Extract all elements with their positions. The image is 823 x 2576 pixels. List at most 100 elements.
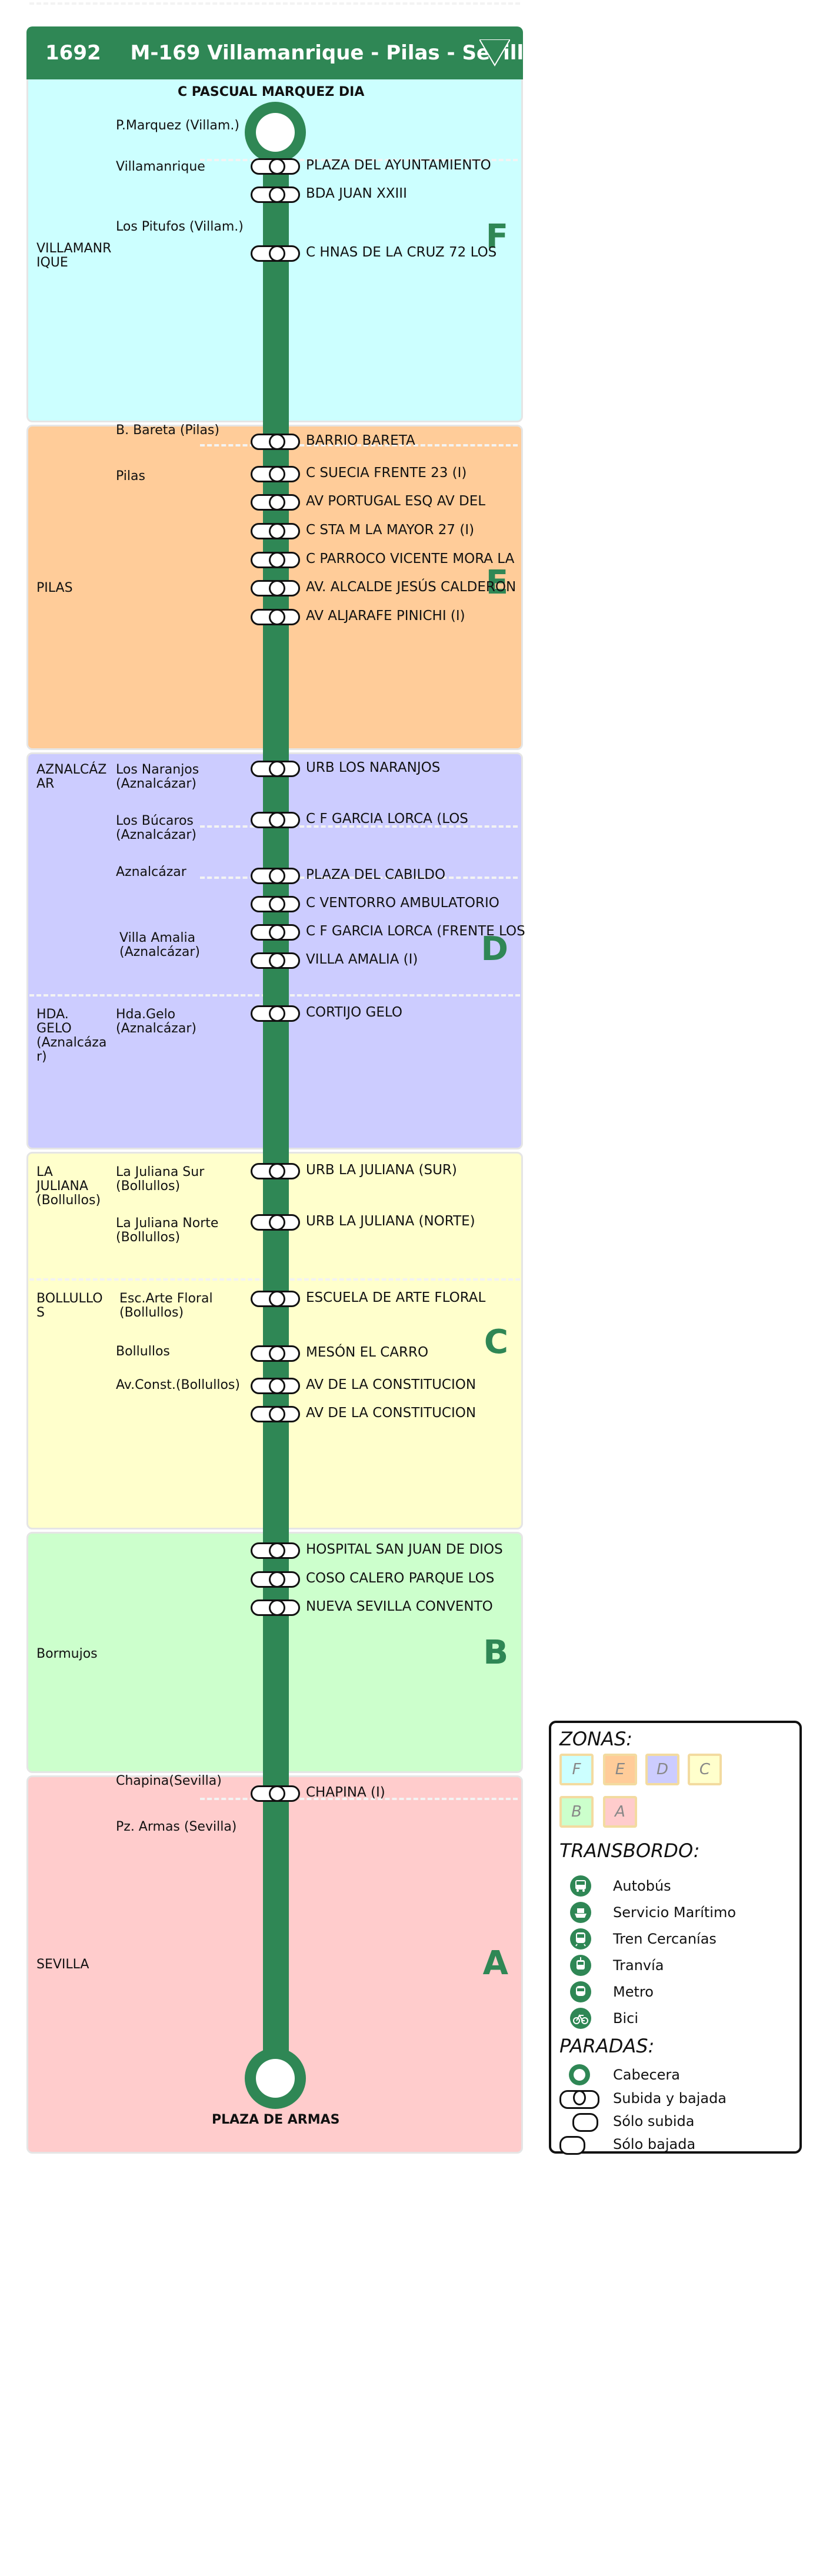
municipality-label: Bormujos bbox=[36, 1647, 98, 1661]
board-alight-stop-icon bbox=[251, 466, 300, 482]
board-alight-stop-icon bbox=[251, 952, 300, 969]
municipality-label: LA JULIANA (Bollullos) bbox=[36, 1165, 101, 1208]
bus-icon bbox=[570, 1875, 591, 1897]
legend-transfer-label: Bici bbox=[613, 2010, 638, 2027]
board-alight-stop-icon bbox=[251, 1378, 300, 1394]
stop-name[interactable]: URB LA JULIANA (NORTE) bbox=[306, 1214, 475, 1229]
stop-name[interactable]: C HNAS DE LA CRUZ 72 LOS bbox=[306, 245, 497, 260]
place-label: La Juliana Norte (Bollullos) bbox=[116, 1216, 219, 1245]
board-alight-stop-icon bbox=[251, 186, 300, 203]
legend-stop-label: Subida y bajada bbox=[613, 2090, 727, 2107]
stop-name[interactable]: BARRIO BARETA bbox=[306, 433, 415, 448]
board-alight-stop-icon bbox=[251, 1599, 300, 1616]
legend-transfer-label: Metro bbox=[613, 1984, 654, 2000]
municipality-label: BOLLULLO S bbox=[36, 1291, 103, 1320]
zone-letter: A bbox=[482, 1944, 508, 1982]
legend-panel: ZONAS: F E D C B A TRANSBORDO: Autobús S… bbox=[549, 1721, 802, 2155]
destination-label: PLAZA DE ARMAS bbox=[212, 2112, 340, 2127]
stop-name[interactable]: NUEVA SEVILLA CONVENTO bbox=[306, 1599, 493, 1614]
place-label: Aznalcázar bbox=[116, 865, 186, 879]
legend-zone-swatch: E bbox=[603, 1754, 637, 1785]
board-alight-stop-icon bbox=[251, 1571, 300, 1588]
place-label: Av.Const.(Bollullos) bbox=[116, 1378, 240, 1392]
municipality-label: VILLAMANR IQUE bbox=[36, 241, 112, 270]
place-label: Villamanrique bbox=[116, 159, 205, 174]
legend-stop-label: Sólo subida bbox=[613, 2113, 695, 2130]
place-label: Chapina(Sevilla) bbox=[116, 1774, 222, 1788]
stop-name[interactable]: VILLA AMALIA (I) bbox=[306, 952, 418, 967]
legend-zone-swatch: A bbox=[603, 1796, 637, 1828]
board-alight-stop-icon bbox=[251, 761, 300, 777]
stop-name[interactable]: AV DE LA CONSTITUCION bbox=[306, 1377, 477, 1392]
stop-name[interactable]: AV ALJARAFE PINICHI (I) bbox=[306, 608, 465, 624]
board-alight-stop-icon bbox=[251, 1214, 300, 1231]
stop-name[interactable]: BDA JUAN XXIII bbox=[306, 186, 407, 201]
municipality-label: AZNALCÁZ AR bbox=[36, 762, 107, 791]
stop-name[interactable]: ESCUELA DE ARTE FLORAL bbox=[306, 1290, 486, 1305]
stop-name[interactable]: C STA M LA MAYOR 27 (I) bbox=[306, 522, 475, 538]
stop-name[interactable]: PLAZA DEL AYUNTAMIENTO bbox=[306, 158, 491, 173]
metro-icon bbox=[570, 1981, 591, 2002]
stop-name[interactable]: CHAPINA (I) bbox=[306, 1785, 385, 1800]
stop-name[interactable]: C PARROCO VICENTE MORA LA bbox=[306, 551, 515, 566]
board-alight-stop-icon bbox=[251, 1406, 300, 1422]
place-divider bbox=[200, 877, 518, 879]
board-alight-stop-icon bbox=[251, 609, 300, 625]
stop-name[interactable]: CORTIJO GELO bbox=[306, 1005, 402, 1020]
board-alight-stop-icon bbox=[251, 552, 300, 568]
place-divider bbox=[200, 1798, 518, 1800]
legend-transfer-label: Autobús bbox=[613, 1878, 671, 1894]
stop-name[interactable]: C F GARCIA LORCA (LOS bbox=[306, 811, 468, 827]
stop-name[interactable]: URB LOS NARANJOS bbox=[306, 760, 441, 775]
place-label: Los Búcaros (Aznalcázar) bbox=[116, 814, 196, 842]
stop-name[interactable]: AV PORTUGAL ESQ AV DEL bbox=[306, 494, 486, 509]
board-alight-stop-icon bbox=[251, 1291, 300, 1307]
stop-name[interactable]: AV. ALCALDE JESÚS CALDERON bbox=[306, 579, 517, 595]
stop-name[interactable]: AV DE LA CONSTITUCION bbox=[306, 1405, 477, 1421]
place-label: Los Naranjos (Aznalcázar) bbox=[116, 762, 199, 791]
board-alight-stop-icon bbox=[559, 2090, 599, 2109]
legend-transfer-label: Servicio Marítimo bbox=[613, 1904, 737, 1921]
board-alight-stop-icon bbox=[251, 896, 300, 912]
place-label: La Juliana Sur (Bollullos) bbox=[116, 1165, 205, 1194]
place-label: Hda.Gelo (Aznalcázar) bbox=[116, 1007, 196, 1036]
board-alight-stop-icon bbox=[251, 1785, 300, 1802]
board-alight-stop-icon bbox=[251, 434, 300, 450]
legend-zone-swatch: D bbox=[645, 1754, 679, 1785]
place-label: Pz. Armas (Sevilla) bbox=[116, 1819, 237, 1834]
zone-letter: E bbox=[485, 564, 508, 602]
origin-label: C PASCUAL MARQUEZ DIA bbox=[178, 85, 365, 99]
route-header: 1692 M-169 Villamanrique - Pilas - Sevil… bbox=[26, 26, 537, 79]
stop-name[interactable]: C VENTORRO AMBULATORIO bbox=[306, 895, 499, 911]
destination-terminal-stop[interactable] bbox=[245, 2048, 306, 2109]
alight-only-stop-icon bbox=[559, 2136, 585, 2155]
stop-name[interactable]: PLAZA DEL CABILDO bbox=[306, 867, 446, 882]
ferry-icon bbox=[570, 1902, 591, 1923]
legend-transfer-label: Tren Cercanías bbox=[613, 1931, 717, 1947]
stop-name[interactable]: C F GARCIA LORCA (FRENTE LOS bbox=[306, 924, 525, 939]
stop-name[interactable]: COSO CALERO PARQUE LOS bbox=[306, 1571, 495, 1586]
board-alight-stop-icon bbox=[251, 1542, 300, 1559]
stop-name[interactable]: C SUECIA FRENTE 23 (I) bbox=[306, 465, 467, 481]
tram-icon bbox=[570, 1955, 591, 1976]
direction-down-icon bbox=[479, 39, 510, 66]
board-alight-stop-icon bbox=[251, 523, 300, 539]
place-label: Bollullos bbox=[116, 1344, 170, 1359]
origin-terminal-stop[interactable] bbox=[245, 102, 306, 163]
zone-letter: D bbox=[481, 930, 508, 968]
stop-name[interactable]: URB LA JULIANA (SUR) bbox=[306, 1162, 457, 1178]
train-icon bbox=[570, 1928, 591, 1950]
board-alight-stop-icon bbox=[251, 494, 300, 511]
terminal-stop-icon bbox=[569, 2064, 590, 2085]
bike-icon bbox=[570, 2008, 591, 2029]
route-line bbox=[263, 129, 289, 2088]
board-only-stop-icon bbox=[572, 2113, 598, 2132]
legend-zone-swatch: B bbox=[559, 1796, 594, 1828]
place-divider bbox=[200, 159, 518, 161]
legend-stops-title: PARADAS: bbox=[559, 2035, 655, 2057]
board-alight-stop-icon bbox=[251, 1163, 300, 1179]
board-alight-stop-icon bbox=[251, 868, 300, 884]
board-alight-stop-icon bbox=[251, 158, 300, 175]
stop-name[interactable]: MESÓN EL CARRO bbox=[306, 1345, 429, 1360]
stop-name[interactable]: HOSPITAL SAN JUAN DE DIOS bbox=[306, 1542, 503, 1557]
